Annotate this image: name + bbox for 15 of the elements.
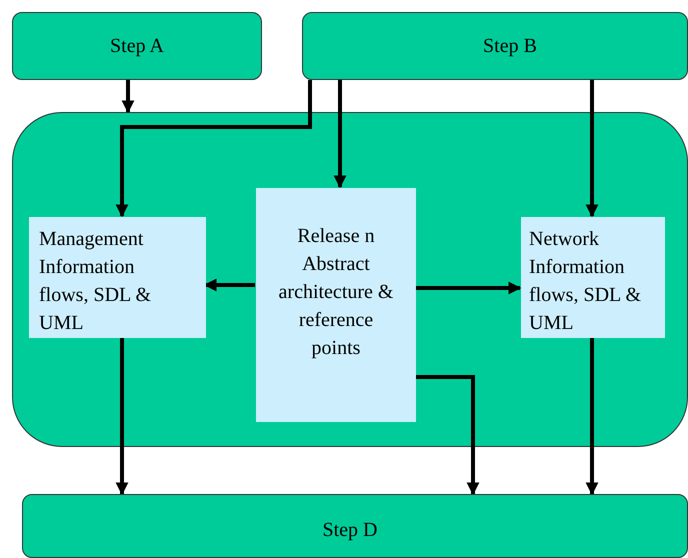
process-box: Network Information flows, SDL & UML: [521, 217, 665, 338]
container-box: [12, 112, 688, 447]
process-box: Management Information flows, SDL & UML: [29, 217, 206, 338]
arrow: [116, 337, 128, 496]
step-box: Step D: [22, 494, 688, 558]
arrow: [415, 282, 522, 294]
arrow: [334, 80, 346, 188]
process-box: Release n Abstract architecture & reference points: [256, 188, 416, 422]
step-box: Step B: [302, 12, 688, 80]
arrow: [415, 375, 480, 496]
arrow: [116, 80, 312, 218]
arrow: [586, 337, 598, 496]
step-box: Step A: [12, 12, 262, 80]
arrow: [586, 80, 598, 218]
arrow: [122, 80, 134, 114]
